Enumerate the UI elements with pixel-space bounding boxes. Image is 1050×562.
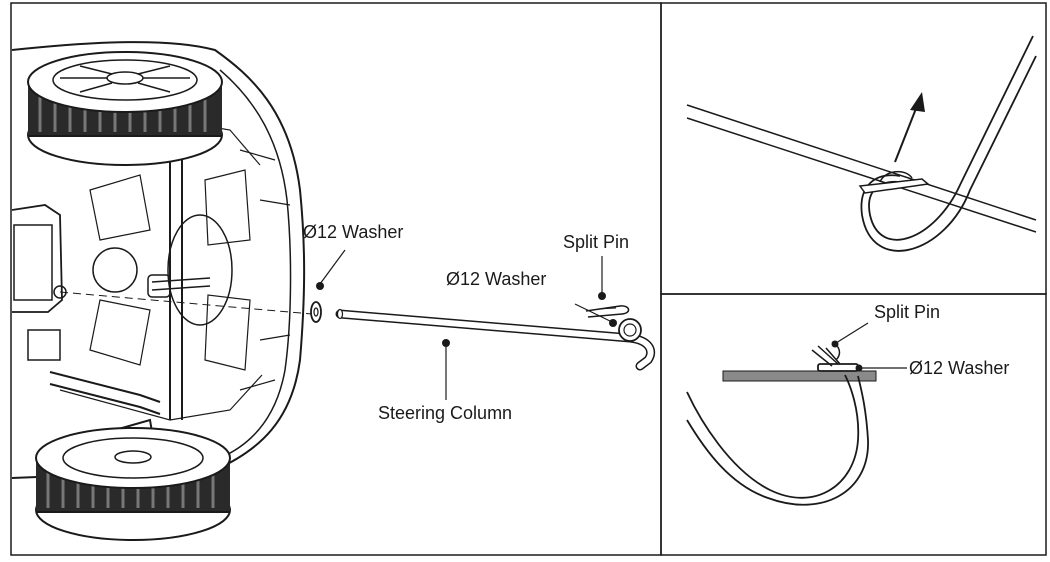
rear-bolt <box>53 285 67 299</box>
mount-bracket <box>27 329 61 361</box>
detail-bottom-drawing <box>686 322 907 506</box>
wheel-top <box>27 51 223 166</box>
car-body-outline <box>11 41 306 479</box>
detail-split-pin-label: Split Pin <box>874 302 940 322</box>
detail-top-washer <box>858 178 930 194</box>
detail-bottom-pin <box>811 341 841 367</box>
car-body-inner-outline <box>219 69 292 459</box>
gear-hub <box>92 247 138 293</box>
detail-top-drawing <box>686 35 1037 252</box>
axle-tie-rod <box>49 371 161 415</box>
panel-frames <box>10 2 1047 556</box>
split-pin-label: Split Pin <box>563 232 629 252</box>
link-plate <box>147 274 171 298</box>
detail-top-arrow-shaft <box>894 105 918 163</box>
detail-washer-label: Ø12 Washer <box>909 358 1009 378</box>
washer-right-label: Ø12 Washer <box>446 269 546 289</box>
detail-bottom-washer <box>817 363 859 372</box>
detail-top-frame <box>660 2 1047 295</box>
rear-block <box>13 224 53 301</box>
leader-lines-main <box>316 249 617 400</box>
detail-top-shaft <box>686 104 1037 233</box>
washer-left-label: Ø12 Washer <box>303 222 403 242</box>
wheel-bottom <box>35 427 231 541</box>
axle-link <box>151 277 211 291</box>
washer-right-part <box>618 318 642 342</box>
detail-bottom-plate <box>722 370 877 382</box>
detail-top-pin <box>879 170 913 183</box>
car-underside <box>11 41 313 479</box>
steering-column-label: Steering Column <box>378 403 512 423</box>
ribs <box>59 119 291 421</box>
rear-bumper <box>11 204 63 313</box>
split-pin-part <box>585 305 630 318</box>
motor-housing <box>167 214 233 326</box>
detail-bottom-hook <box>686 374 869 506</box>
assembly-axis <box>59 291 313 315</box>
detail-top-hook <box>860 35 1037 252</box>
detail-bottom-frame <box>660 293 1047 556</box>
arrow-up-icon <box>910 92 925 112</box>
washer-left-part <box>310 301 322 323</box>
